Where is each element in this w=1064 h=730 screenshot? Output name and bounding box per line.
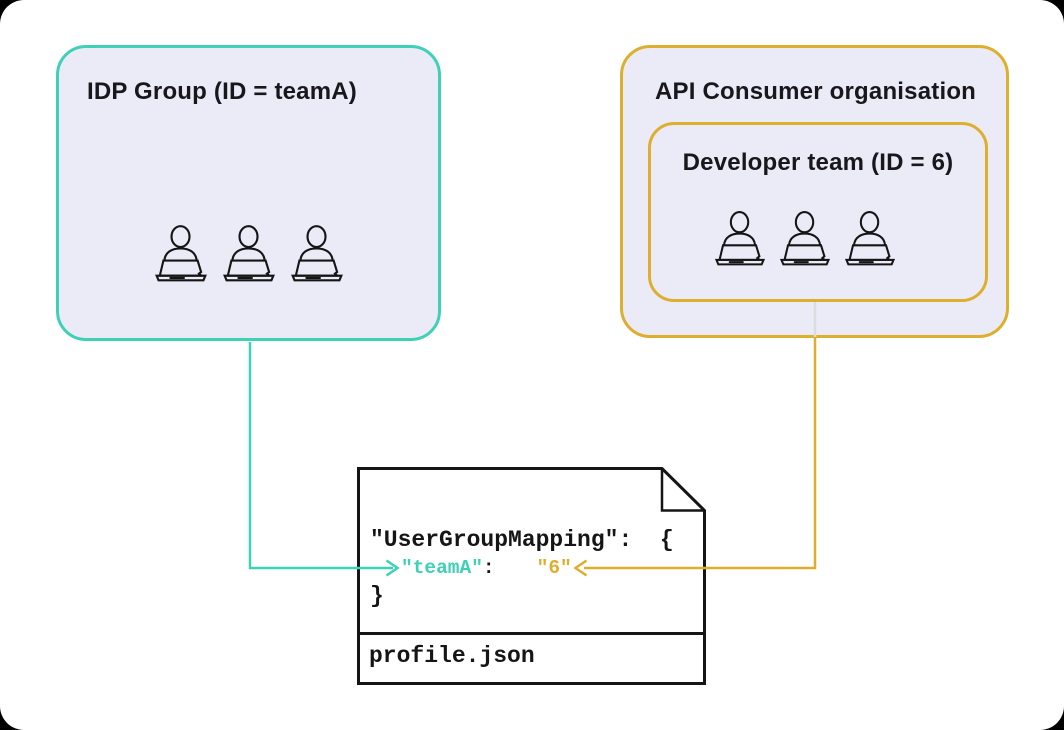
person-at-laptop-icon [154, 225, 207, 282]
teal-arrowhead-icon [385, 559, 400, 577]
api-consumer-org-title: API Consumer organisation [655, 78, 977, 105]
api-consumer-org-box: API Consumer organisation Developer team… [620, 45, 1009, 338]
json-open-line: "UserGroupMapping": { [370, 527, 674, 553]
idp-group-members [59, 225, 438, 282]
json-mapping-line: "teamA": "6" [401, 557, 572, 579]
developer-team-box: Developer team (ID = 6) [648, 122, 988, 302]
idp-group-title: IDP Group (ID = teamA) [87, 78, 357, 105]
json-close-line: } [370, 583, 384, 609]
developer-team-members [638, 211, 972, 266]
file-name: profile.json [369, 643, 535, 669]
idp-group-box: IDP Group (ID = teamA) [56, 45, 441, 341]
mapping-colon: : [482, 557, 495, 579]
person-at-laptop-icon [714, 211, 766, 266]
gold-arrowhead-icon [573, 559, 588, 577]
developer-team-title: Developer team (ID = 6) [682, 149, 954, 176]
person-at-laptop-icon [222, 225, 275, 282]
person-at-laptop-icon [844, 211, 896, 266]
person-at-laptop-icon [290, 225, 343, 282]
mapping-key: "teamA" [401, 557, 483, 579]
person-at-laptop-icon [779, 211, 831, 266]
folded-corner [660, 468, 705, 512]
mapping-value: "6" [536, 557, 572, 579]
